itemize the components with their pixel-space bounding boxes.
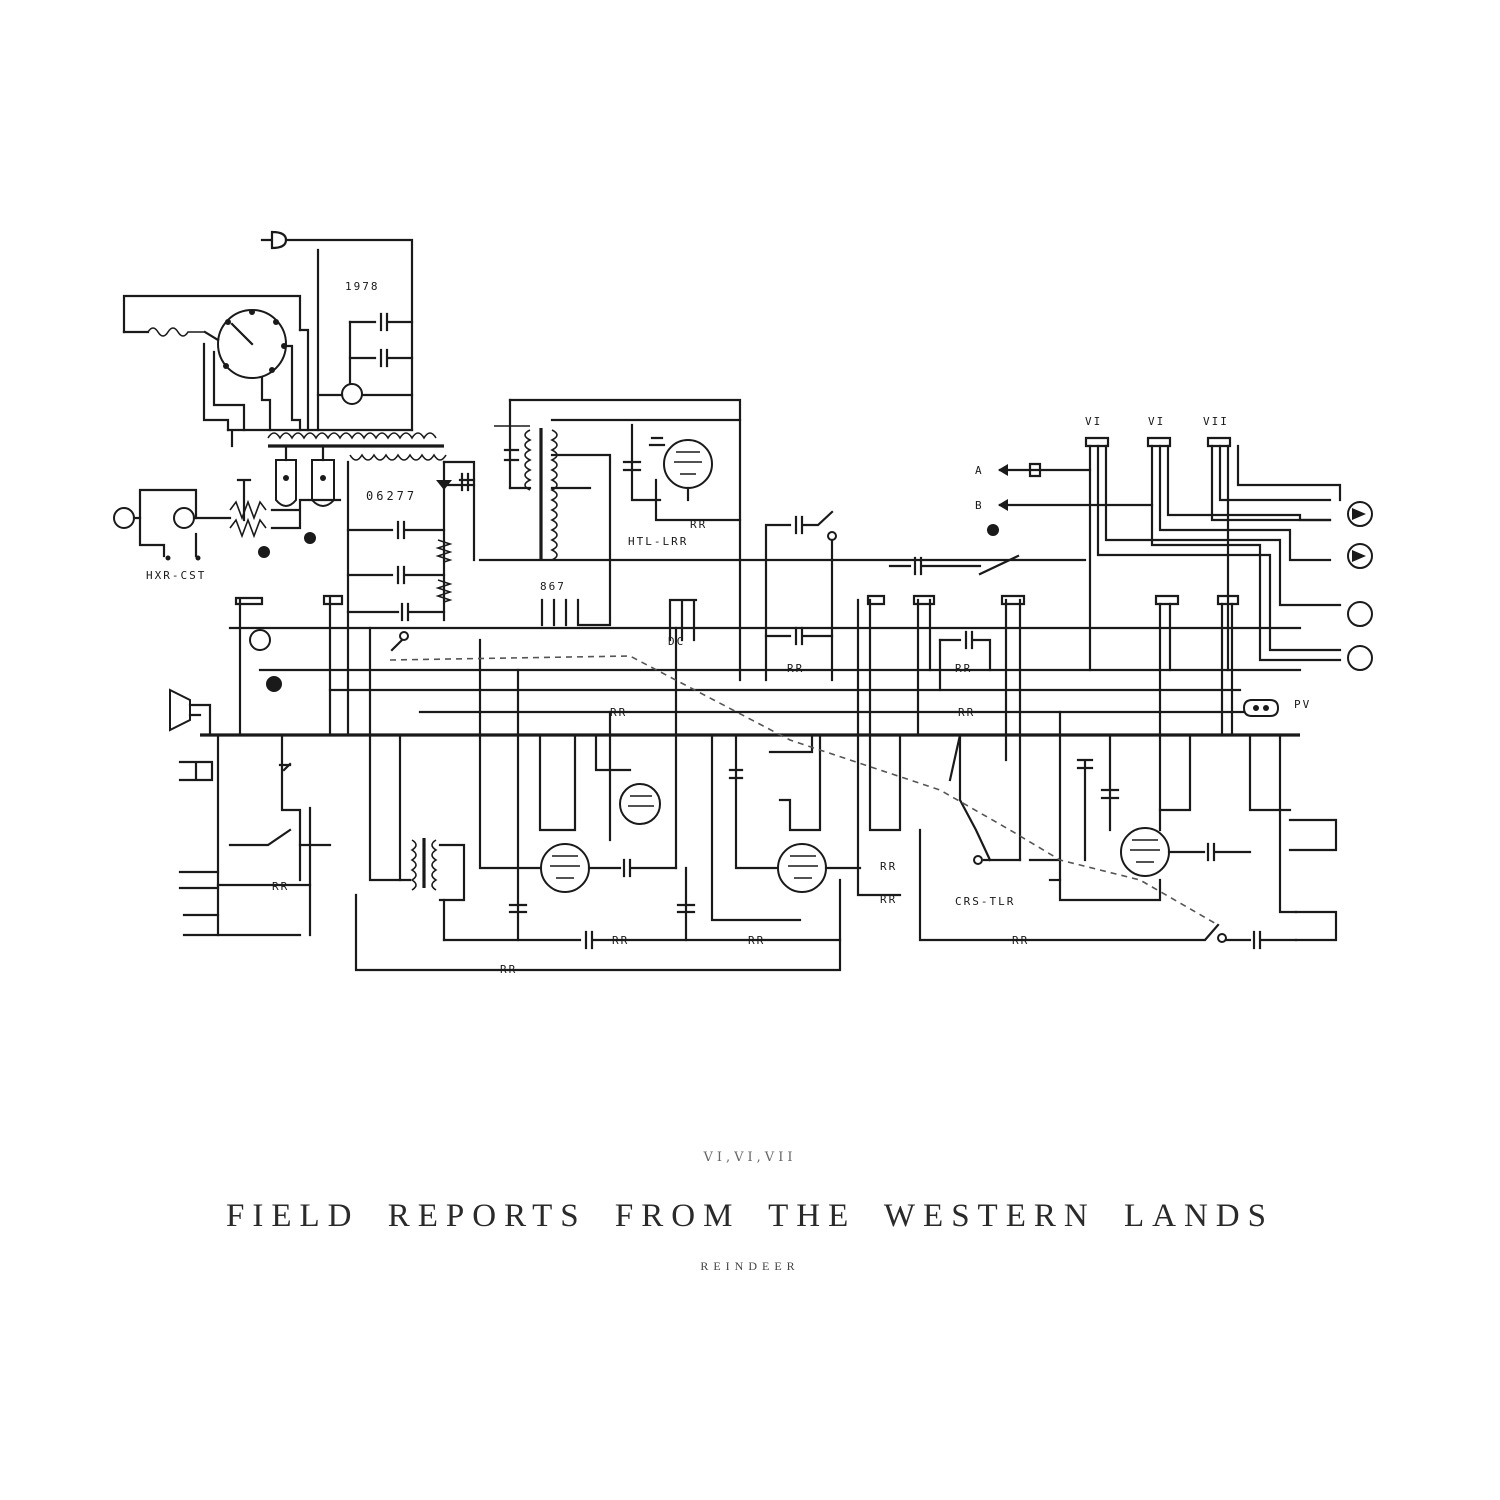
label-tube-v2: VI <box>1148 415 1165 428</box>
cover-caption: VI,VI,VII FIELD REPORTS FROM THE WESTERN… <box>0 1150 1500 1274</box>
label-rr-amp2: RR <box>880 860 897 873</box>
label-rr-right-bottom: RR <box>1012 934 1029 947</box>
label-rr-mid: RR <box>955 662 972 675</box>
output-transformer-section: RR HTL-LRR 867 DC <box>494 398 742 682</box>
label-htl-lrr: HTL-LRR <box>628 535 688 548</box>
right-output-section: A B VI VI VII <box>918 415 1373 950</box>
volume-numerals: VI,VI,VII <box>703 1150 797 1165</box>
artist-name: REINDEER <box>700 1259 800 1273</box>
circuit-schematic: 1978 HXR-CST <box>113 230 1373 976</box>
album-title: FIELD REPORTS FROM THE WESTERN LANDS <box>226 1198 1274 1234</box>
label-pv: PV <box>1294 698 1311 711</box>
label-tube-v3: VII <box>1203 415 1229 428</box>
label-06277: 06277 <box>366 489 417 503</box>
amp-stage-1: RR RR RR <box>354 626 842 976</box>
label-crs-tlr: CRS-TLR <box>955 895 1015 908</box>
label-rr-bottom: RR <box>500 963 517 976</box>
switch-section: RR <box>764 510 1026 862</box>
main-bus-lines: RR RR RR <box>200 558 1302 737</box>
label-rr-bottom-2: RR <box>612 934 629 947</box>
label-1978: 1978 <box>345 280 380 293</box>
transformer-block: 06277 <box>346 460 476 737</box>
label-tube-v1: VI <box>1085 415 1102 428</box>
label-rr-bus-3: RR <box>787 662 804 675</box>
label-hxr-cst: HXR-CST <box>146 569 206 582</box>
label-867: 867 <box>540 580 566 593</box>
left-jacks: RR <box>169 594 344 937</box>
label-rr-bus: RR <box>610 706 627 719</box>
label-out-b: B <box>975 499 984 512</box>
label-rr-bus-2: RR <box>958 706 975 719</box>
label-rr: RR <box>690 518 707 531</box>
dashed-linkage <box>389 655 1219 926</box>
power-section: 1978 <box>122 230 447 507</box>
label-rr-left: RR <box>272 880 289 893</box>
amp-stage-2: RR RR <box>710 594 936 922</box>
label-rr-bottom-3: RR <box>748 934 765 947</box>
label-rr-amp2-b: RR <box>880 893 897 906</box>
label-out-a: A <box>975 464 984 477</box>
left-input-section: HXR-CST <box>113 478 342 582</box>
